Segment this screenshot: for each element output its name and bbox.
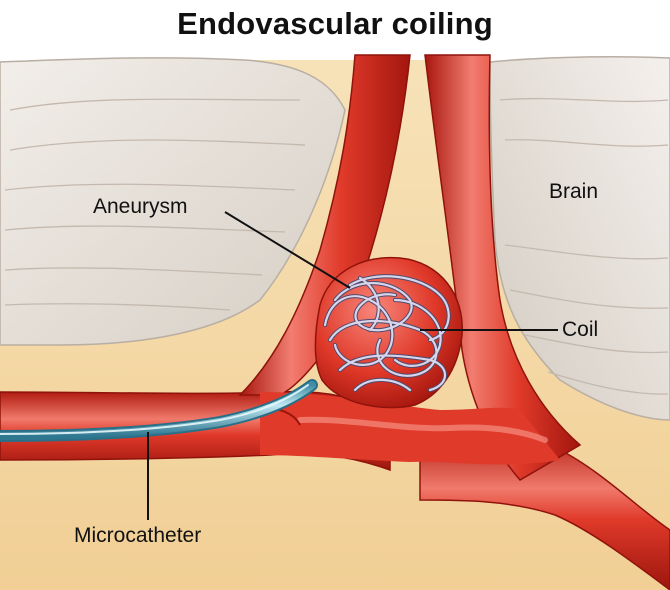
top-background — [0, 0, 670, 71]
label-brain: Brain — [549, 180, 599, 203]
diagram-title: Endovascular coiling — [177, 6, 493, 41]
microcatheter-shine — [0, 384, 309, 435]
vessel-right-vertical — [424, 54, 582, 481]
brain-right-folds — [499, 97, 669, 395]
label-microcatheter: Microcatheter — [74, 524, 202, 547]
microcatheter-tube-highlight — [0, 381, 316, 440]
leader-aneurysm — [224, 211, 351, 289]
brain-left-lobe — [0, 57, 346, 346]
label-coil: Coil — [562, 318, 599, 341]
label-aneurysm: Aneurysm — [93, 195, 188, 218]
coil-mass — [322, 274, 451, 393]
vessel-junction-highlight — [297, 416, 548, 443]
brain-left-folds — [4, 98, 306, 311]
